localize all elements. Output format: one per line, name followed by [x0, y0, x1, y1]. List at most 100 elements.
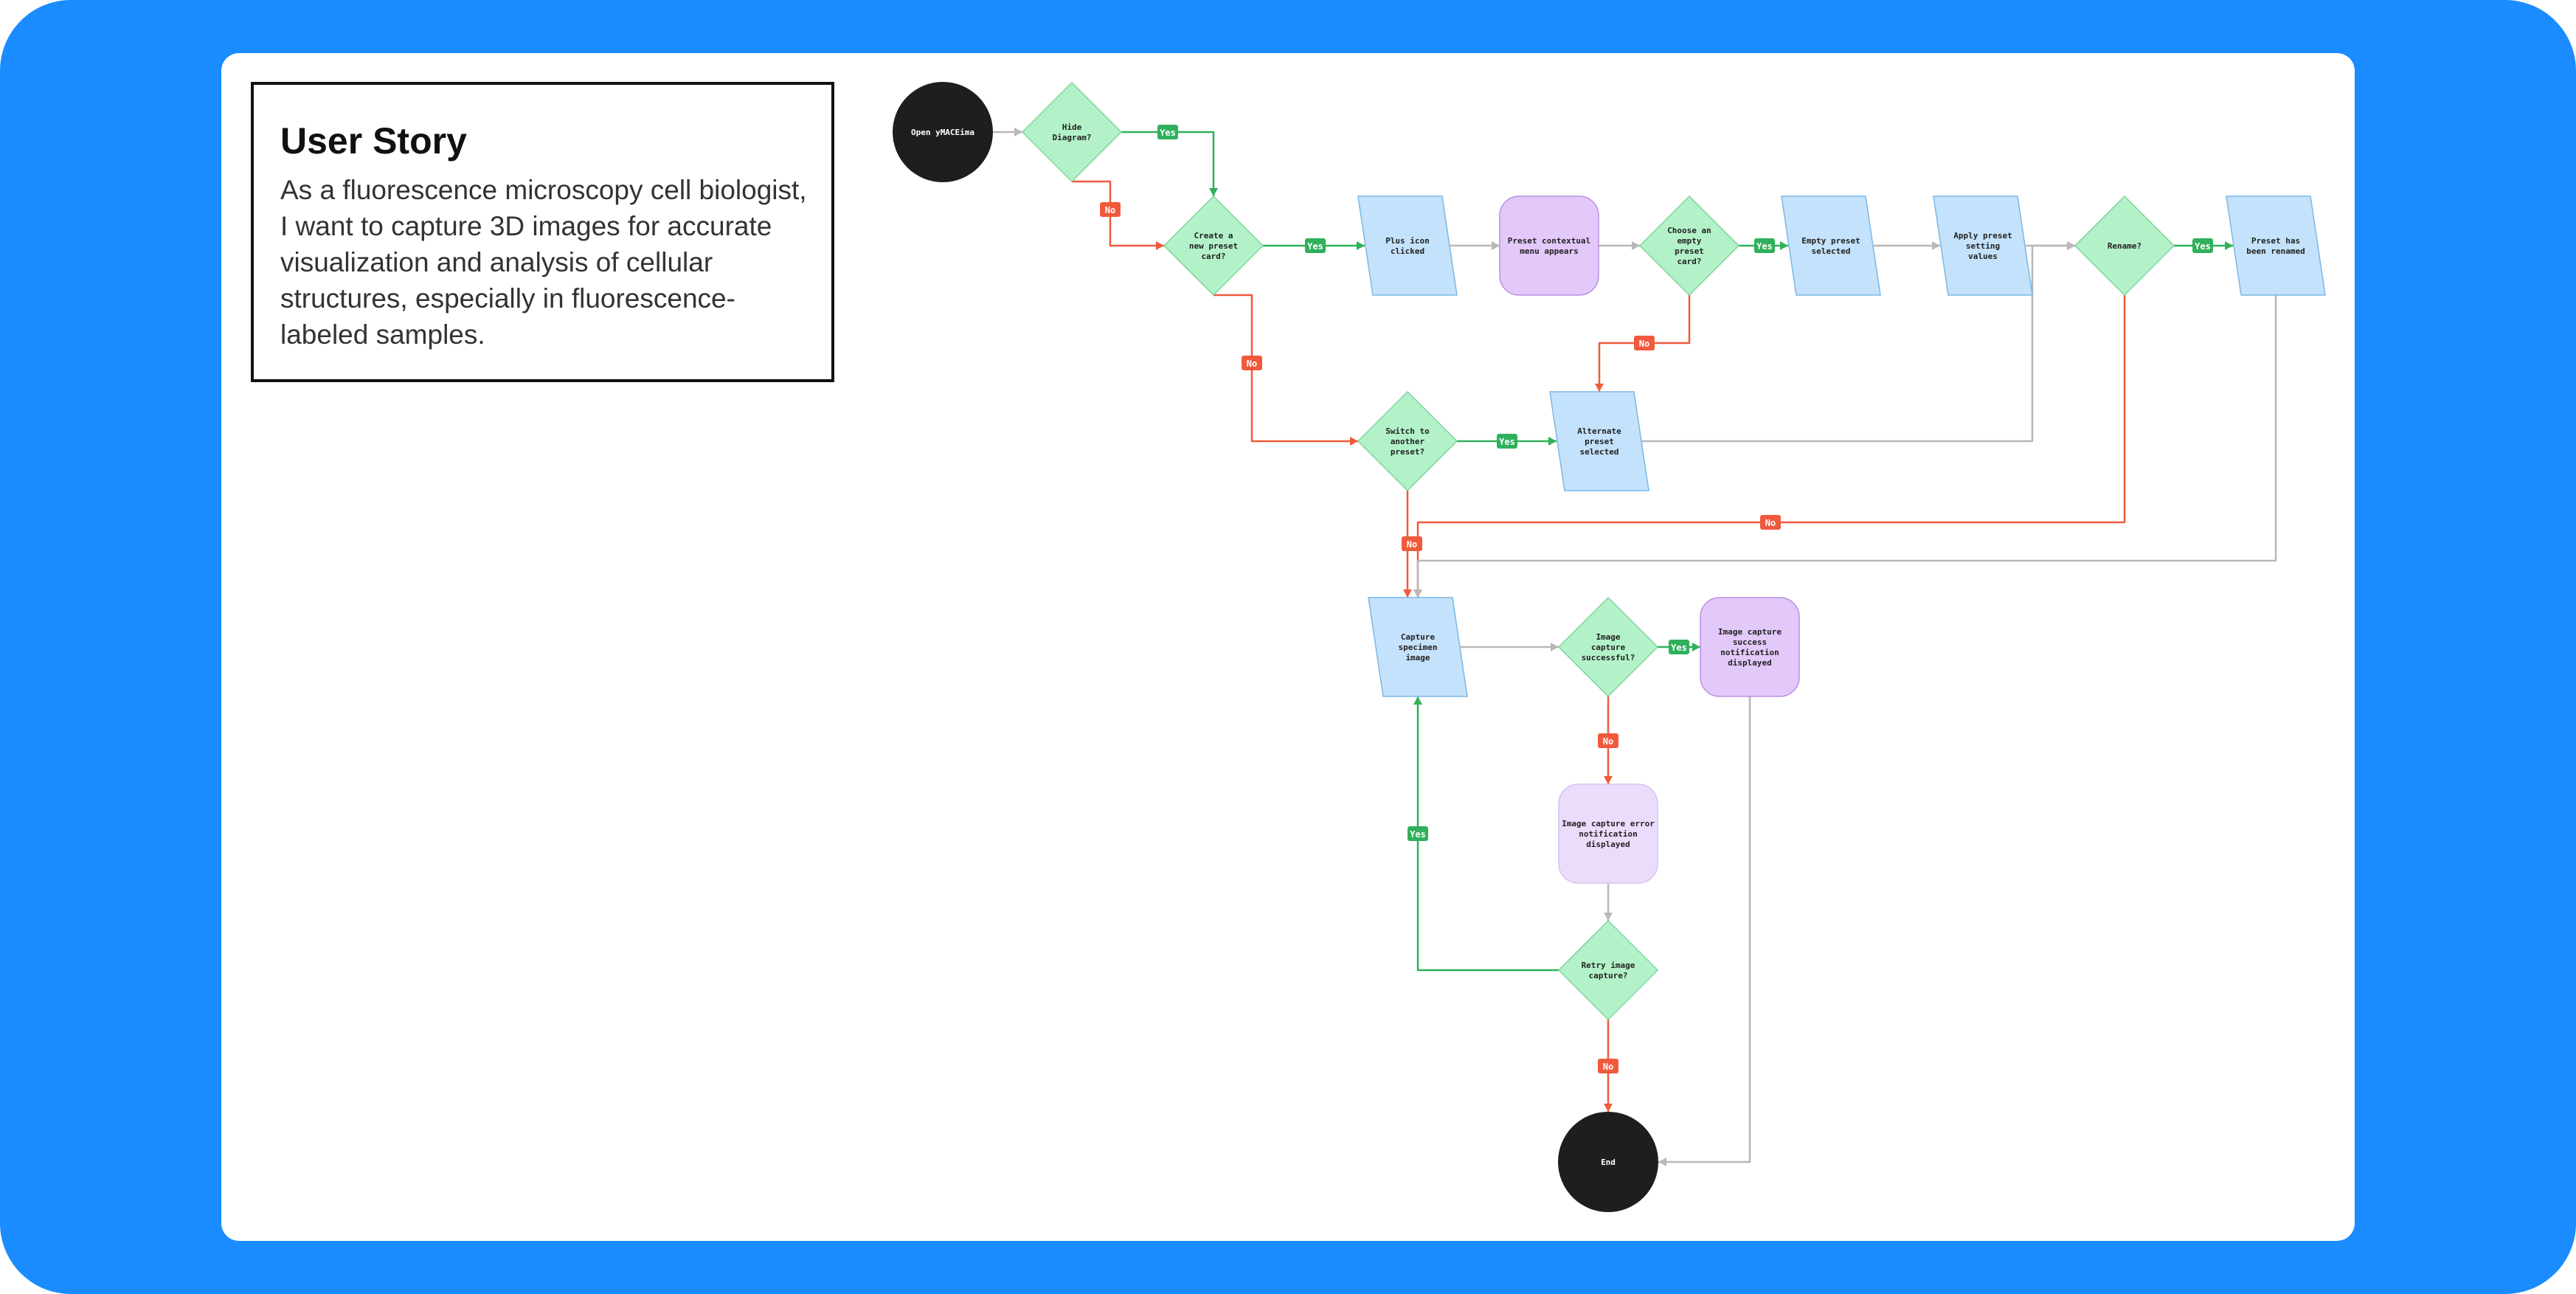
no-badge	[1598, 733, 1618, 748]
edge-label: Yes	[1410, 829, 1426, 840]
edge-label: Yes	[1671, 643, 1687, 653]
edge-label: No	[1765, 518, 1776, 528]
arrowhead	[1692, 643, 1700, 651]
node-label: End	[1601, 1158, 1616, 1167]
edge-create-to-switch	[1213, 294, 1358, 443]
arrowhead	[1658, 1158, 1666, 1166]
no-badge	[1634, 336, 1655, 350]
edge-renamed-to-capture	[1416, 295, 2277, 598]
edge-retry-to-capture	[1416, 696, 1559, 972]
arrowhead	[1492, 241, 1500, 250]
edge-rename-to-capture	[1416, 295, 2126, 598]
no-badge	[1402, 536, 1422, 551]
arrowhead	[1156, 241, 1164, 250]
node-label: Open yMACEima	[911, 128, 974, 137]
no-badge	[1242, 356, 1262, 370]
arrowhead	[1632, 241, 1640, 250]
screen-rounded-box	[1558, 783, 1658, 884]
arrowhead	[1595, 384, 1604, 392]
user-story-card: User Story As a fluorescence microscopy …	[251, 82, 834, 382]
edge-label: Yes	[1307, 241, 1323, 252]
arrowhead	[1357, 241, 1365, 250]
no-badge	[1100, 202, 1121, 217]
edge-label: Yes	[1160, 128, 1176, 138]
arrowhead	[2225, 241, 2233, 250]
yes-badge	[1497, 434, 1517, 449]
arrowhead	[1403, 589, 1412, 598]
node-open: Open yMACEima	[893, 82, 993, 182]
edge-label: No	[1247, 359, 1257, 369]
edge-label: Yes	[2195, 241, 2211, 252]
decision-diamond	[1557, 919, 1659, 1021]
decision-diamond	[1557, 596, 1659, 698]
arrowhead	[1014, 128, 1022, 136]
action-parallelogram	[1933, 196, 2033, 296]
no-badge	[1598, 1059, 1618, 1073]
decision-diamond	[1357, 390, 1458, 492]
arrowhead	[1548, 437, 1557, 446]
screen-rounded-box	[1700, 597, 1800, 697]
node-rename: Rename?	[2074, 195, 2175, 297]
arrowhead	[1604, 776, 1613, 784]
arrowhead	[2067, 241, 2075, 250]
user-story-body: As a fluorescence microscopy cell biolog…	[280, 175, 807, 350]
edge-hide-to-create	[1121, 131, 1215, 196]
decision-diamond	[1638, 195, 1740, 297]
arrowhead	[1413, 589, 1422, 598]
action-parallelogram	[1368, 597, 1468, 697]
yes-badge	[1669, 640, 1689, 654]
yes-badge	[2192, 238, 2213, 253]
action-parallelogram	[1357, 196, 1458, 296]
node-label: Rename?	[2108, 241, 2142, 251]
edge-label: No	[1407, 539, 1417, 550]
node-end: End	[1558, 1112, 1658, 1212]
edge-label: No	[1603, 1062, 1613, 1072]
action-parallelogram	[1549, 391, 1649, 491]
user-story-title: User Story	[280, 120, 467, 162]
arrowhead	[1350, 437, 1358, 446]
arrowhead	[1780, 241, 1788, 250]
decision-diamond	[1163, 195, 1264, 297]
action-parallelogram	[1781, 196, 1881, 296]
screen-rounded-box	[1499, 196, 1599, 296]
edge-label: No	[1603, 736, 1613, 747]
edge-label: Yes	[1756, 241, 1773, 252]
edge-label: No	[1639, 339, 1649, 349]
terminal-circle	[893, 82, 993, 182]
no-badge	[1760, 515, 1781, 530]
arrowhead	[1413, 696, 1422, 705]
yes-badge	[1157, 125, 1178, 139]
edge-success_note-to-end	[1658, 696, 1751, 1163]
edge-label: Yes	[1499, 437, 1515, 447]
